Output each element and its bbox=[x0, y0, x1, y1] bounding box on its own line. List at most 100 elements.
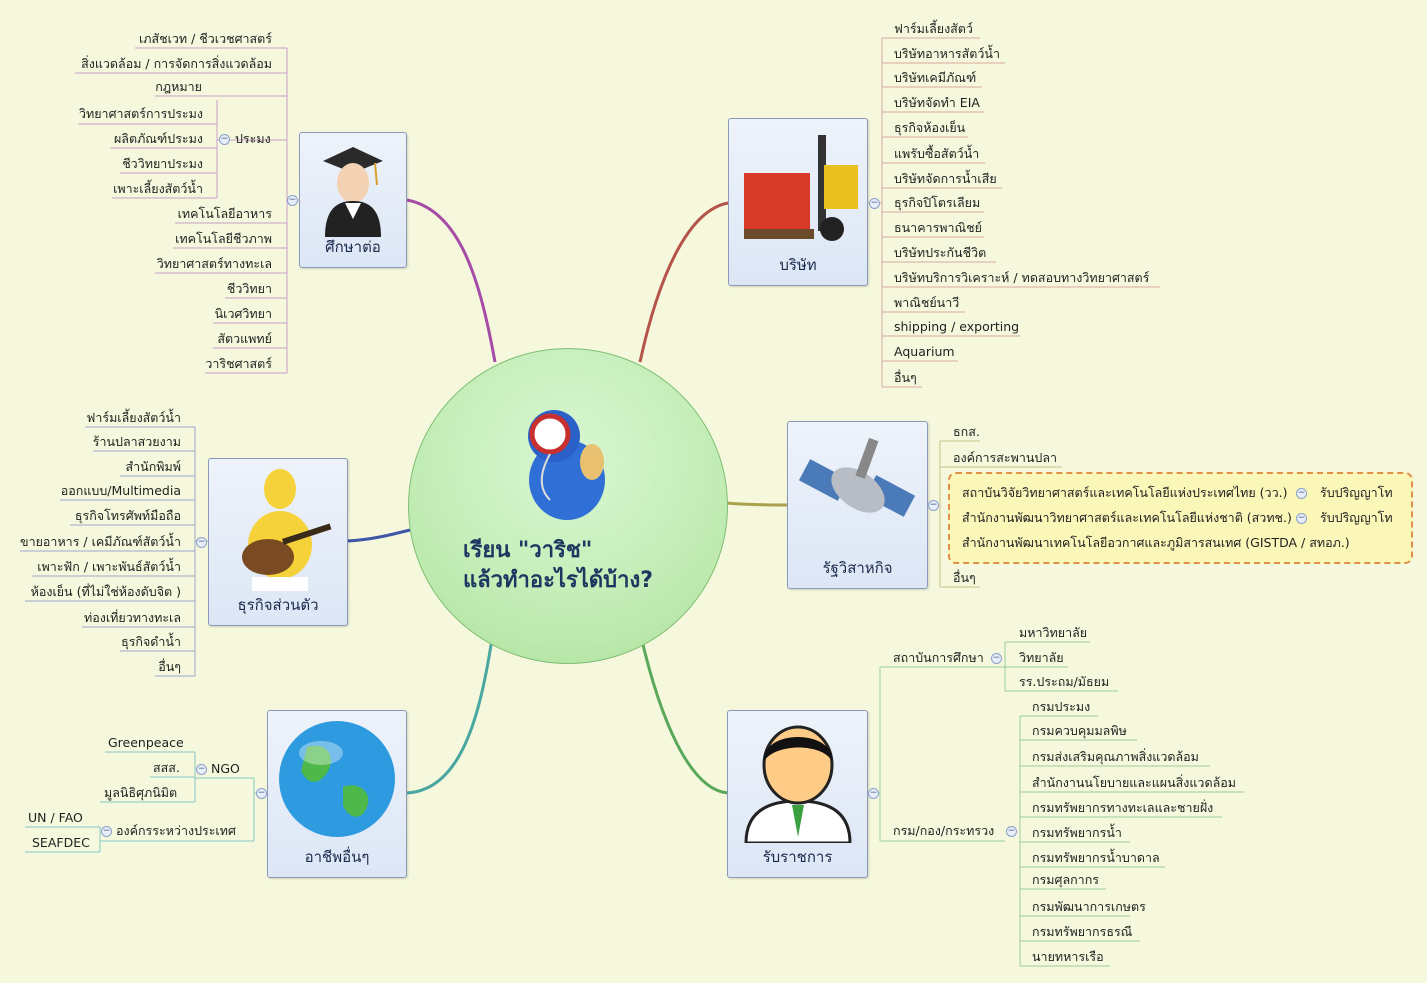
satellite-icon bbox=[798, 437, 915, 517]
ngo-node[interactable]: NGO bbox=[211, 761, 240, 776]
category-study-title: ศึกษาต่อ bbox=[325, 238, 381, 256]
highlight-0-toggle[interactable]: − bbox=[1296, 488, 1307, 499]
fishery-item[interactable]: วิทยาศาสตร์การประมง bbox=[78, 106, 203, 121]
business-item[interactable]: ฟาร์มเลี้ยงสัตว์น้ำ bbox=[86, 410, 181, 425]
business-item[interactable]: ธุรกิจดำน้ำ bbox=[121, 634, 181, 649]
edu-collapse-toggle[interactable]: − bbox=[991, 653, 1002, 664]
study-item[interactable]: เทคโนโลยีชีวภาพ bbox=[175, 231, 272, 246]
guitar-player-icon bbox=[242, 469, 332, 591]
company-collapse-toggle[interactable]: − bbox=[869, 198, 880, 209]
dept-collapse-toggle[interactable]: − bbox=[1006, 826, 1017, 837]
business-collapse-toggle[interactable]: − bbox=[196, 537, 207, 548]
state-highlight-item[interactable]: สำนักงานพัฒนาวิทยาศาสตร์และเทคโนโลยีแห่ง… bbox=[962, 510, 1292, 525]
ngo-collapse-toggle[interactable]: − bbox=[196, 764, 207, 775]
company-item[interactable]: บริษัทอาหารสัตว์น้ำ bbox=[894, 46, 1000, 61]
state-highlight-note[interactable]: รับปริญญาโท bbox=[1320, 510, 1393, 525]
category-company-node[interactable]: บริษัท bbox=[728, 118, 868, 286]
gov-dept-item[interactable]: กรมทรัพยากรน้ำบาดาล bbox=[1032, 850, 1160, 865]
state-highlight-item[interactable]: สถาบันวิจัยวิทยาศาสตร์และเทคโนโลยีแห่งปร… bbox=[962, 485, 1288, 500]
gov-dept-item[interactable]: กรมทรัพยากรน้ำ bbox=[1032, 825, 1122, 840]
intl-node[interactable]: องค์กรระหว่างประเทศ bbox=[116, 823, 236, 838]
study-item[interactable]: วาริชศาสตร์ bbox=[205, 356, 272, 371]
ngo-item[interactable]: Greenpeace bbox=[108, 735, 184, 750]
gov-dept-item[interactable]: นายทหารเรือ bbox=[1032, 949, 1104, 964]
company-item[interactable]: ธุรกิจปิโตรเลียม bbox=[894, 195, 981, 210]
business-item[interactable]: อื่นๆ bbox=[158, 659, 181, 674]
gov-edu-item[interactable]: มหาวิทยาลัย bbox=[1019, 625, 1088, 640]
gov-dept-item[interactable]: กรมพัฒนาการเกษตร bbox=[1032, 899, 1146, 914]
business-item[interactable]: ขายอาหาร / เคมีภัณฑ์สัตว์น้ำ bbox=[20, 534, 181, 549]
ngo-item[interactable]: สสส. bbox=[153, 760, 180, 775]
study-fishery-node[interactable]: ประมง bbox=[235, 131, 271, 146]
business-item[interactable]: ห้องเย็น (ที่ไม่ใช่ห้องดับจิต ) bbox=[30, 584, 181, 599]
company-item[interactable]: บริษัทจัดทำ EIA bbox=[894, 95, 980, 110]
category-state-title: รัฐวิสาหกิจ bbox=[822, 559, 893, 577]
company-item[interactable]: อื่นๆ bbox=[894, 370, 917, 385]
study-collapse-toggle[interactable]: − bbox=[287, 195, 298, 206]
intl-item[interactable]: SEAFDEC bbox=[32, 835, 90, 850]
highlight-1-toggle[interactable]: − bbox=[1296, 513, 1307, 524]
study-item[interactable]: วิทยาศาสตร์ทางทะเล bbox=[156, 256, 272, 271]
gov-collapse-toggle[interactable]: − bbox=[868, 788, 879, 799]
gov-dept-node[interactable]: กรม/กอง/กระทรวง bbox=[893, 823, 995, 838]
company-item[interactable]: บริษัทจัดการน้ำเสีย bbox=[894, 171, 997, 186]
category-study-node[interactable]: ศึกษาต่อ bbox=[299, 132, 407, 268]
company-item[interactable]: บริษัทเคมีภัณฑ์ bbox=[894, 70, 977, 85]
gov-dept-item[interactable]: กรมประมง bbox=[1032, 699, 1091, 714]
other-collapse-toggle[interactable]: − bbox=[256, 788, 267, 799]
center-topic-title: เรียน "วาริช" แล้วทำอะไรได้บ้าง? bbox=[463, 538, 653, 593]
fishery-item[interactable]: ผลิตภัณฑ์ประมง bbox=[113, 131, 203, 146]
company-item[interactable]: พาณิชย์นาวี bbox=[894, 295, 960, 310]
category-other-node[interactable]: อาชีพอื่นๆ bbox=[267, 710, 407, 878]
study-item[interactable]: กฎหมาย bbox=[155, 79, 202, 94]
company-item[interactable]: ฟาร์มเลี้ยงสัตว์ bbox=[894, 21, 973, 36]
gov-dept-item[interactable]: สำนักงานนโยบายและแผนสิ่งแวดล้อม bbox=[1032, 775, 1236, 790]
company-item[interactable]: บริษัทบริการวิเคราะห์ / ทดสอบทางวิทยาศาส… bbox=[894, 270, 1150, 285]
gov-dept-item[interactable]: กรมส่งเสริมคุณภาพสิ่งแวดล้อม bbox=[1032, 749, 1199, 764]
business-item[interactable]: เพาะฟัก / เพาะพันธ์สัตว์น้ำ bbox=[37, 559, 181, 574]
study-item[interactable]: นิเวศวิทยา bbox=[214, 306, 272, 321]
gov-dept-item[interactable]: กรมศุลกากร bbox=[1032, 872, 1099, 887]
company-item[interactable]: แพรับซื้อสัตว์น้ำ bbox=[894, 146, 980, 161]
category-gov-title: รับราชการ bbox=[762, 848, 833, 866]
study-item[interactable]: เทคโนโลยีอาหาร bbox=[177, 206, 272, 221]
business-item[interactable]: ธุรกิจโทรศัพท์มือถือ bbox=[74, 508, 181, 523]
intl-item[interactable]: UN / FAO bbox=[28, 810, 83, 825]
study-item[interactable]: สิ่งแวดล้อม / การจัดการสิ่งแวดล้อม bbox=[81, 56, 272, 71]
business-item[interactable]: ท่องเที่ยวทางทะเล bbox=[84, 610, 181, 625]
company-item[interactable]: shipping / exporting bbox=[894, 319, 1020, 334]
study-item[interactable]: สัตวแพทย์ bbox=[217, 331, 272, 346]
gov-edu-item[interactable]: รร.ประถม/มัธยม bbox=[1019, 674, 1110, 689]
fishery-item[interactable]: ชีววิทยาประมง bbox=[122, 156, 203, 171]
company-item[interactable]: บริษัทประกันชีวิต bbox=[894, 245, 987, 260]
category-gov-node[interactable]: รับราชการ bbox=[727, 710, 868, 878]
gov-dept-item[interactable]: กรมทรัพยากรธรณี bbox=[1032, 924, 1133, 939]
category-business-node[interactable]: ธุรกิจส่วนตัว bbox=[208, 458, 348, 626]
intl-collapse-toggle[interactable]: − bbox=[101, 826, 112, 837]
company-item[interactable]: Aquarium bbox=[894, 344, 955, 359]
company-item[interactable]: ธุรกิจห้องเย็น bbox=[894, 120, 966, 135]
gov-dept-item[interactable]: กรมทรัพยากรทางทะเลและชายฝั่ง bbox=[1032, 800, 1214, 815]
state-highlight-item[interactable]: สำนักงานพัฒนาเทคโนโลยีอวกาศและภูมิสารสนเ… bbox=[962, 535, 1350, 550]
gov-edu-node[interactable]: สถาบันการศึกษา bbox=[893, 650, 984, 665]
category-state-node[interactable]: รัฐวิสาหกิจ bbox=[787, 421, 928, 589]
person-icon bbox=[743, 725, 852, 843]
company-item[interactable]: ธนาคารพาณิชย์ bbox=[894, 220, 982, 235]
study-item[interactable]: ชีววิทยา bbox=[226, 281, 272, 296]
state-collapse-toggle[interactable]: − bbox=[928, 500, 939, 511]
study-item[interactable]: เภสัชเวท / ชีวเวชศาสตร์ bbox=[138, 31, 272, 46]
fishery-collapse-toggle[interactable]: − bbox=[219, 134, 230, 145]
state-item[interactable]: ธกส. bbox=[953, 424, 980, 439]
business-item[interactable]: สำนักพิมพ์ bbox=[125, 459, 181, 474]
business-item[interactable]: ออกแบบ/Multimedia bbox=[60, 483, 181, 498]
ngo-item[interactable]: มูลนิธิศุภนิมิต bbox=[104, 785, 178, 800]
fishery-item[interactable]: เพาะเลี้ยงสัตว์น้ำ bbox=[113, 181, 203, 196]
diver-icon bbox=[528, 410, 605, 520]
gov-edu-item[interactable]: วิทยาลัย bbox=[1019, 650, 1064, 665]
state-highlight-note[interactable]: รับปริญญาโท bbox=[1320, 485, 1393, 500]
gov-dept-item[interactable]: กรมควบคุมมลพิษ bbox=[1032, 723, 1127, 738]
state-item[interactable]: อื่นๆ bbox=[953, 570, 976, 585]
business-item[interactable]: ร้านปลาสวยงาม bbox=[92, 434, 181, 449]
state-item[interactable]: องค์การสะพานปลา bbox=[953, 450, 1058, 465]
